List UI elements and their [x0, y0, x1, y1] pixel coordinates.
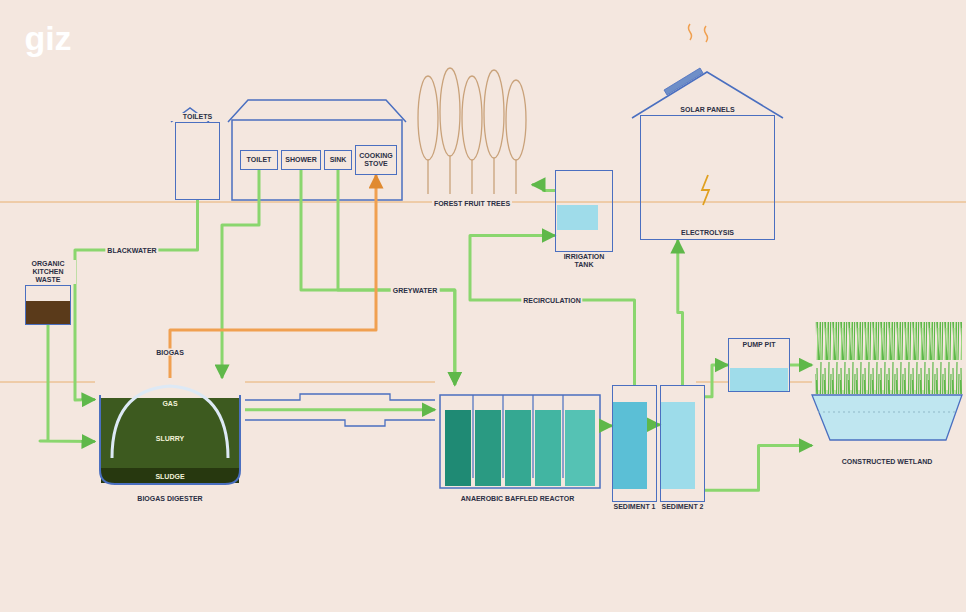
sediment-tank: SEDIMENT 2	[660, 385, 705, 502]
node-label: TOILETS	[171, 113, 225, 121]
house	[228, 100, 406, 200]
flow-label: GREYWATER	[391, 287, 440, 294]
node-label: ANAEROBIC BAFFLED REACTOR	[461, 495, 574, 503]
water-pipe	[678, 240, 683, 385]
chamber-label: GAS	[162, 400, 177, 407]
trees	[418, 68, 526, 194]
fixture-box: SINK	[324, 150, 352, 170]
node-label: SHOWER	[285, 156, 317, 164]
water-pipe	[705, 365, 728, 397]
water-pipe	[222, 170, 259, 378]
node-label: SOLAR PANELS	[666, 106, 750, 114]
node-label: SINK	[330, 156, 347, 164]
solar-building: SOLAR PANELSELECTROLYSIS	[640, 115, 775, 240]
sediment-tank: SEDIMENT 1	[612, 385, 657, 502]
watermark: giz	[24, 19, 71, 58]
water-pipe	[245, 408, 435, 411]
fixture-box: TOILET	[240, 150, 278, 170]
constructed-wetland: CONSTRUCTED WETLAND	[812, 318, 962, 468]
node-label: ORGANIC KITCHEN WASTE	[20, 260, 76, 284]
node-label: TOILET	[247, 156, 272, 164]
lower-ground-line	[0, 382, 812, 383]
flow-label: BLACKWATER	[105, 247, 158, 254]
gas-pipe	[170, 175, 376, 378]
water-pipe	[75, 200, 198, 400]
biogas-digester-pit	[100, 386, 240, 484]
node-label: COOKING STOVE	[358, 152, 394, 168]
toilet-house: TOILETS	[175, 122, 220, 200]
chamber-label: SLUDGE	[155, 473, 184, 480]
water-pipe	[790, 364, 812, 367]
water-pipe	[705, 446, 812, 491]
water-pipe	[40, 325, 95, 442]
node-label: SEDIMENT 2	[659, 503, 707, 511]
fixture-box: SHOWER	[281, 150, 321, 170]
node-label: IRRIGATION TANK	[552, 253, 616, 269]
node-label: CONSTRUCTED WETLAND	[842, 458, 933, 466]
outlet-pipe	[245, 394, 435, 426]
node-label: SEDIMENT 1	[611, 503, 659, 511]
irrigation-tank: IRRIGATION TANK	[555, 170, 613, 252]
node-label: BIOGAS DIGESTER	[137, 495, 202, 503]
flow-label: RECIRCULATION	[521, 297, 582, 304]
flow-label: BIOGAS	[154, 349, 186, 356]
water-pipe	[600, 424, 612, 427]
node-label: ELECTROLYSIS	[681, 229, 734, 237]
pump-pit: PUMP PIT	[728, 338, 790, 392]
tank-water	[557, 205, 598, 230]
water-pipe	[532, 185, 555, 191]
pit-water	[730, 368, 788, 391]
trees-area: FOREST FRUIT TREES	[412, 70, 532, 210]
node-label: FOREST FRUIT TREES	[432, 200, 512, 208]
biogas-digester: BIOGAS DIGESTER	[95, 378, 245, 505]
baffled-reactor: ANAEROBIC BAFFLED REACTOR	[435, 385, 600, 505]
wetland	[812, 322, 962, 440]
node-label: PUMP PIT	[743, 341, 776, 349]
water-pipe	[470, 236, 635, 385]
fixture-box: COOKING STOVE	[355, 145, 397, 175]
waste-bin: ORGANIC KITCHEN WASTE	[25, 285, 71, 325]
chamber-label: SLURRY	[156, 435, 185, 442]
